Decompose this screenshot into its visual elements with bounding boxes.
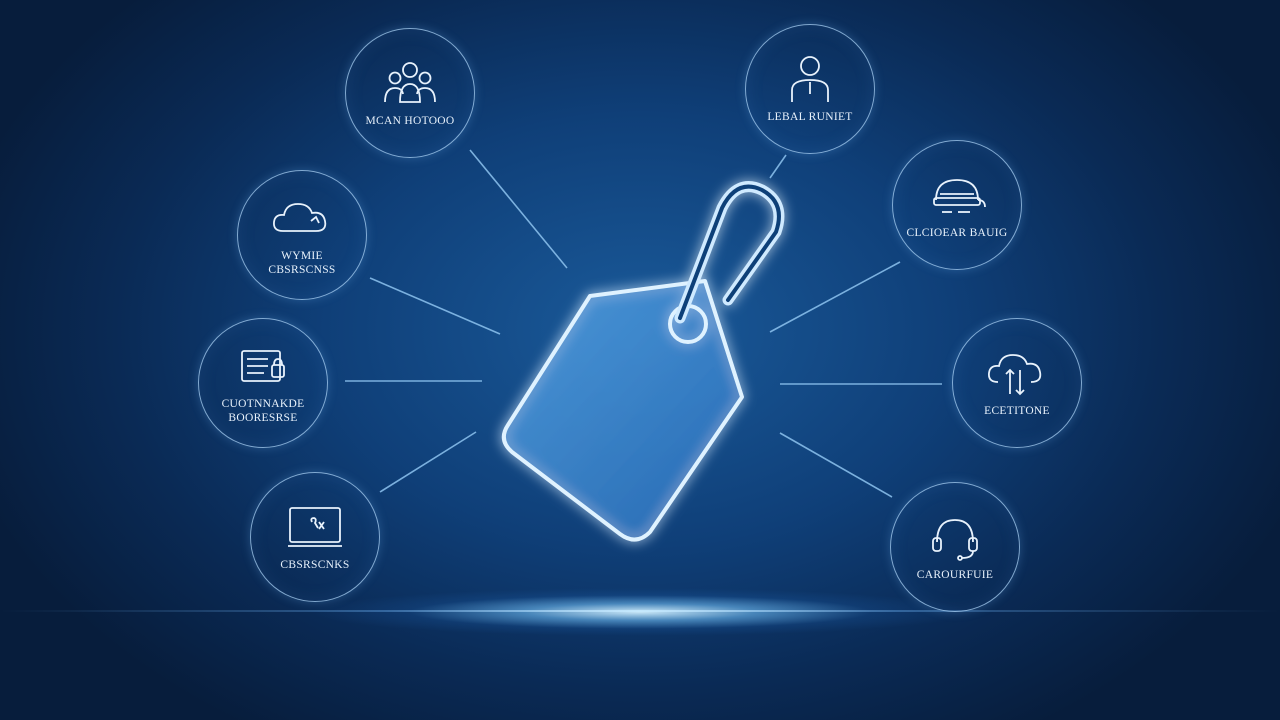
floor-line [0, 610, 1280, 612]
connector-n6 [769, 261, 901, 333]
people-group-icon [384, 62, 436, 103]
node-label: ECETITONE [984, 405, 1050, 417]
node-label: CUOTNNAKDE BOORESRSE [221, 398, 305, 424]
cloud-upload-icon [988, 354, 1042, 396]
node-hardhat: CLCIOEAR BAUIG [892, 140, 1022, 270]
connector-n5 [769, 154, 787, 179]
monitor-icon [288, 507, 342, 547]
connector-n4 [379, 431, 477, 493]
node-label: CAROURFUIE [916, 569, 994, 581]
connector-n2 [369, 277, 501, 335]
node-label: MCAN HOTOOO [365, 115, 455, 127]
hard-hat-icon [933, 179, 986, 213]
node-team: MCAN HOTOOO [345, 28, 475, 158]
node-cloud-upload: ECETITONE [952, 318, 1082, 448]
floor-glow [290, 560, 990, 670]
node-label: CBSRSCNKS [280, 559, 350, 571]
node-headset: CAROURFUIE [890, 482, 1020, 612]
node-cloud: WYMIE CBSRSCNSS [237, 170, 367, 300]
node-monitor: CBSRSCNKS [250, 472, 380, 602]
connector-n8 [779, 432, 893, 498]
node-label: CLCIOEAR BAUIG [906, 227, 1008, 239]
headset-icon [932, 519, 978, 561]
node-document: CUOTNNAKDE BOORESRSE [198, 318, 328, 448]
person-icon [791, 56, 829, 102]
node-label: WYMIE CBSRSCNSS [268, 250, 336, 276]
node-person: LEBAL RUNIET [745, 24, 875, 154]
cloud-icon [273, 203, 327, 232]
node-label: LEBAL RUNIET [767, 111, 853, 123]
connector-n1 [469, 149, 568, 269]
price-tag-icon [501, 181, 785, 542]
document-lock-icon [241, 350, 285, 382]
